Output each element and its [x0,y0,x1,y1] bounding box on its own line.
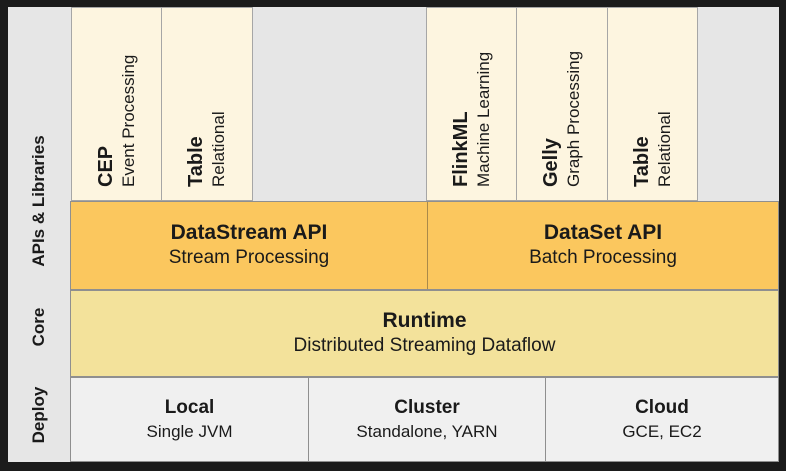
library-name: Gelly [540,138,563,187]
runtime-title: Runtime [382,309,467,333]
deploy-cluster-subtitle: Standalone, YARN [356,421,498,441]
runtime-block: Runtime Distributed Streaming Dataflow [70,290,779,377]
runtime-subtitle: Distributed Streaming Dataflow [293,335,556,357]
datastream-api-title: DataStream API [170,221,328,245]
dataset-api-block: DataSet API Batch Processing [427,202,778,289]
datastream-api-subtitle: Stream Processing [168,247,330,269]
dataset-api-title: DataSet API [543,221,663,245]
deploy-local-block: Local Single JVM [71,378,308,461]
library-desc: Machine Learning [473,51,493,187]
library-column-flinkml: FlinkML Machine Learning [426,7,517,201]
library-column-flinkml-text: FlinkML Machine Learning [429,9,515,199]
library-column-gelly-text: Gelly Graph Processing [519,9,605,199]
deploy-layer-row: Local Single JVM Cluster Standalone, YAR… [70,377,779,462]
datastream-api-block: DataStream API Stream Processing [71,202,427,289]
library-name: CEP [94,145,117,187]
library-name: FlinkML [449,111,472,187]
library-name: Table [630,136,653,187]
library-desc: Relational [209,111,229,187]
library-column-cep: CEP Event Processing [71,7,162,201]
deploy-cloud-title: Cloud [635,397,689,419]
library-column-table-batch-text: Table Relational [610,9,696,199]
library-column-table-stream: Table Relational [161,7,253,201]
deploy-cloud-subtitle: GCE, EC2 [622,421,702,441]
library-desc: Relational [654,111,674,187]
flink-stack-diagram: APIs & Libraries Core Deploy CEP Event P… [8,7,779,462]
library-column-table-stream-text: Table Relational [164,9,250,199]
sidebar-label-deploy: Deploy [29,386,48,444]
deploy-cluster-block: Cluster Standalone, YARN [308,378,545,461]
library-column-table-batch: Table Relational [607,7,698,201]
library-column-cep-text: CEP Event Processing [74,9,160,199]
library-desc: Event Processing [118,54,138,187]
api-layer-band: DataStream API Stream Processing DataSet… [70,201,779,290]
dataset-api-subtitle: Batch Processing [529,247,677,269]
deploy-cluster-title: Cluster [394,397,460,419]
library-name: Table [185,136,208,187]
deploy-local-subtitle: Single JVM [146,421,233,441]
deploy-cloud-block: Cloud GCE, EC2 [545,378,778,461]
deploy-local-title: Local [164,397,215,419]
library-desc: Graph Processing [564,50,584,187]
library-column-gelly: Gelly Graph Processing [516,7,608,201]
